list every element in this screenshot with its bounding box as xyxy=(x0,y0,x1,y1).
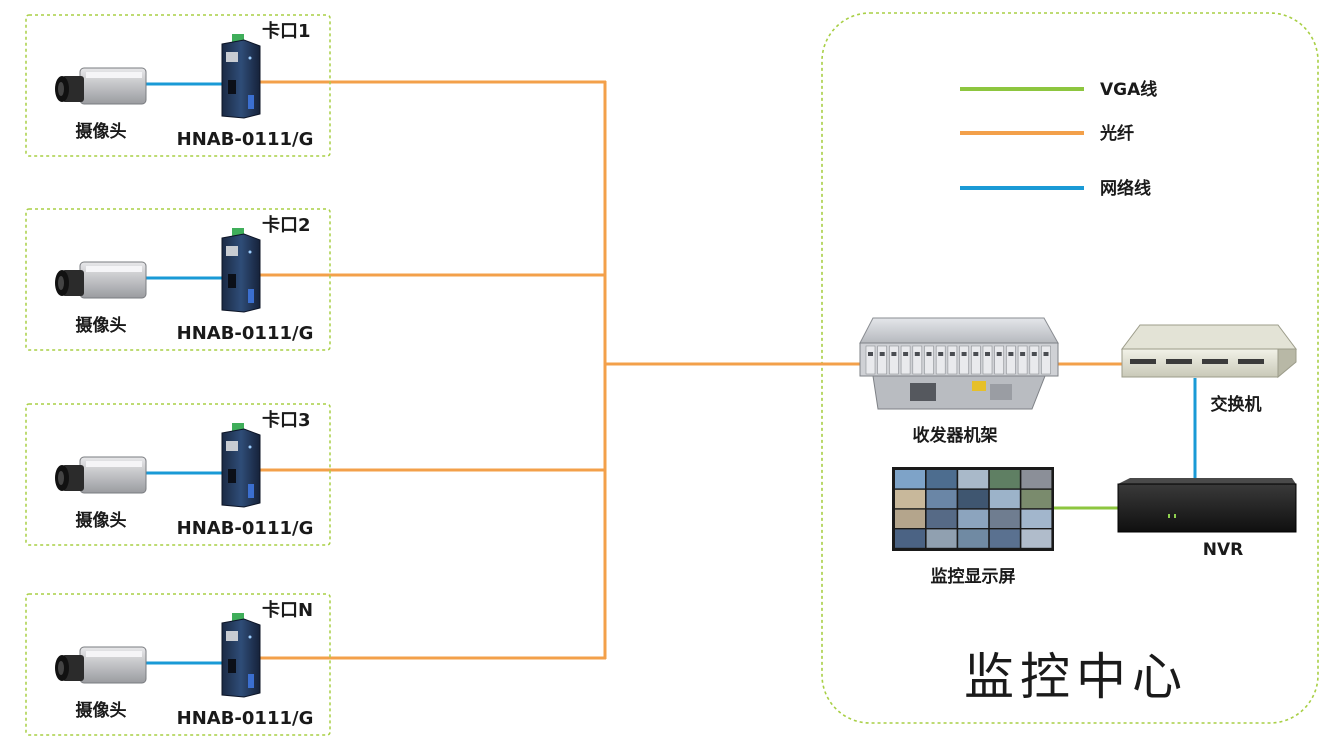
nvr-label: NVR xyxy=(1203,540,1243,560)
video-wall-display xyxy=(892,467,1054,551)
video-tile xyxy=(926,489,957,509)
video-tile xyxy=(958,529,989,548)
video-tile xyxy=(926,529,957,548)
rack-slot xyxy=(959,345,969,375)
video-tile xyxy=(989,529,1020,548)
rack-label: 收发器机架 xyxy=(913,425,998,446)
media-converter-icon xyxy=(221,423,261,508)
video-tile xyxy=(958,470,989,489)
fiber-lines xyxy=(258,80,1125,660)
camera-icon xyxy=(55,261,147,299)
device-model-label: HNAB-0111/G xyxy=(177,518,314,539)
camera-label: 摄像头 xyxy=(76,700,127,721)
site-box xyxy=(25,14,331,157)
legend-label-network: 网络线 xyxy=(1100,178,1151,199)
rack-slot xyxy=(865,345,876,375)
rack-slot xyxy=(1006,345,1016,375)
display-label: 监控显示屏 xyxy=(931,566,1016,587)
video-tile xyxy=(989,470,1020,489)
legend-label-vga: VGA线 xyxy=(1100,79,1157,100)
camera-icon xyxy=(55,67,147,105)
video-tile xyxy=(958,489,989,509)
monitoring-center-border xyxy=(821,12,1319,724)
site-box xyxy=(25,208,331,351)
camera-label: 摄像头 xyxy=(76,510,127,531)
video-tile xyxy=(895,509,925,528)
site-group: 卡口3 摄像头 HNAB-0111/G xyxy=(25,403,331,546)
video-tile xyxy=(989,489,1020,509)
device-model-label: HNAB-0111/G xyxy=(177,708,314,729)
rack-slot xyxy=(947,345,958,375)
video-tile xyxy=(926,509,957,528)
card-label: 卡口1 xyxy=(262,20,311,42)
video-tile xyxy=(958,509,989,528)
media-converter-icon xyxy=(221,228,261,313)
switch-label: 交换机 xyxy=(1211,394,1262,415)
site-box xyxy=(25,593,331,736)
site-group: 卡口2 摄像头 HNAB-0111/G xyxy=(25,208,331,351)
legend: VGA线 光纤 网络线 xyxy=(960,79,1157,199)
monitoring-center-title: 监控中心 xyxy=(964,648,1188,706)
rack-slot xyxy=(982,345,993,375)
switch-device xyxy=(1121,324,1297,379)
video-tile xyxy=(1021,489,1052,509)
camera-label: 摄像头 xyxy=(76,315,127,336)
site-group: 卡口N 摄像头 HNAB-0111/G xyxy=(25,593,331,736)
site-group: 卡口1 摄像头 HNAB-0111/G xyxy=(25,14,331,157)
rack-slot xyxy=(1041,345,1051,375)
video-tile xyxy=(989,509,1020,528)
rack-slot xyxy=(1017,345,1028,375)
rack-slot xyxy=(970,345,981,375)
legend-label-fiber: 光纤 xyxy=(1099,123,1134,144)
rack-slot xyxy=(1029,345,1040,375)
transceiver-rack xyxy=(859,317,1059,410)
media-converter-icon xyxy=(221,613,261,698)
camera-icon xyxy=(55,456,147,494)
device-model-label: HNAB-0111/G xyxy=(177,129,314,150)
video-tile xyxy=(1021,470,1052,489)
camera-label: 摄像头 xyxy=(76,121,127,142)
rack-slot xyxy=(912,345,923,375)
rack-slot xyxy=(877,345,888,375)
rack-slot xyxy=(994,345,1005,375)
rack-slot xyxy=(889,345,899,375)
card-label: 卡口3 xyxy=(262,409,311,431)
media-converter-icon xyxy=(221,34,261,119)
rack-slot xyxy=(900,345,911,375)
video-tile xyxy=(926,470,957,489)
card-label: 卡口2 xyxy=(262,214,311,236)
camera-icon xyxy=(55,646,147,684)
video-tile xyxy=(1021,509,1052,528)
site-box xyxy=(25,403,331,546)
video-tile xyxy=(895,529,925,548)
rack-slot xyxy=(935,345,946,375)
nvr-device xyxy=(1117,478,1297,533)
video-tile xyxy=(895,470,925,489)
device-model-label: HNAB-0111/G xyxy=(177,323,314,344)
video-tile xyxy=(1021,529,1052,548)
video-tile xyxy=(895,489,925,509)
card-label: 卡口N xyxy=(262,599,313,621)
rack-slot xyxy=(924,345,934,375)
